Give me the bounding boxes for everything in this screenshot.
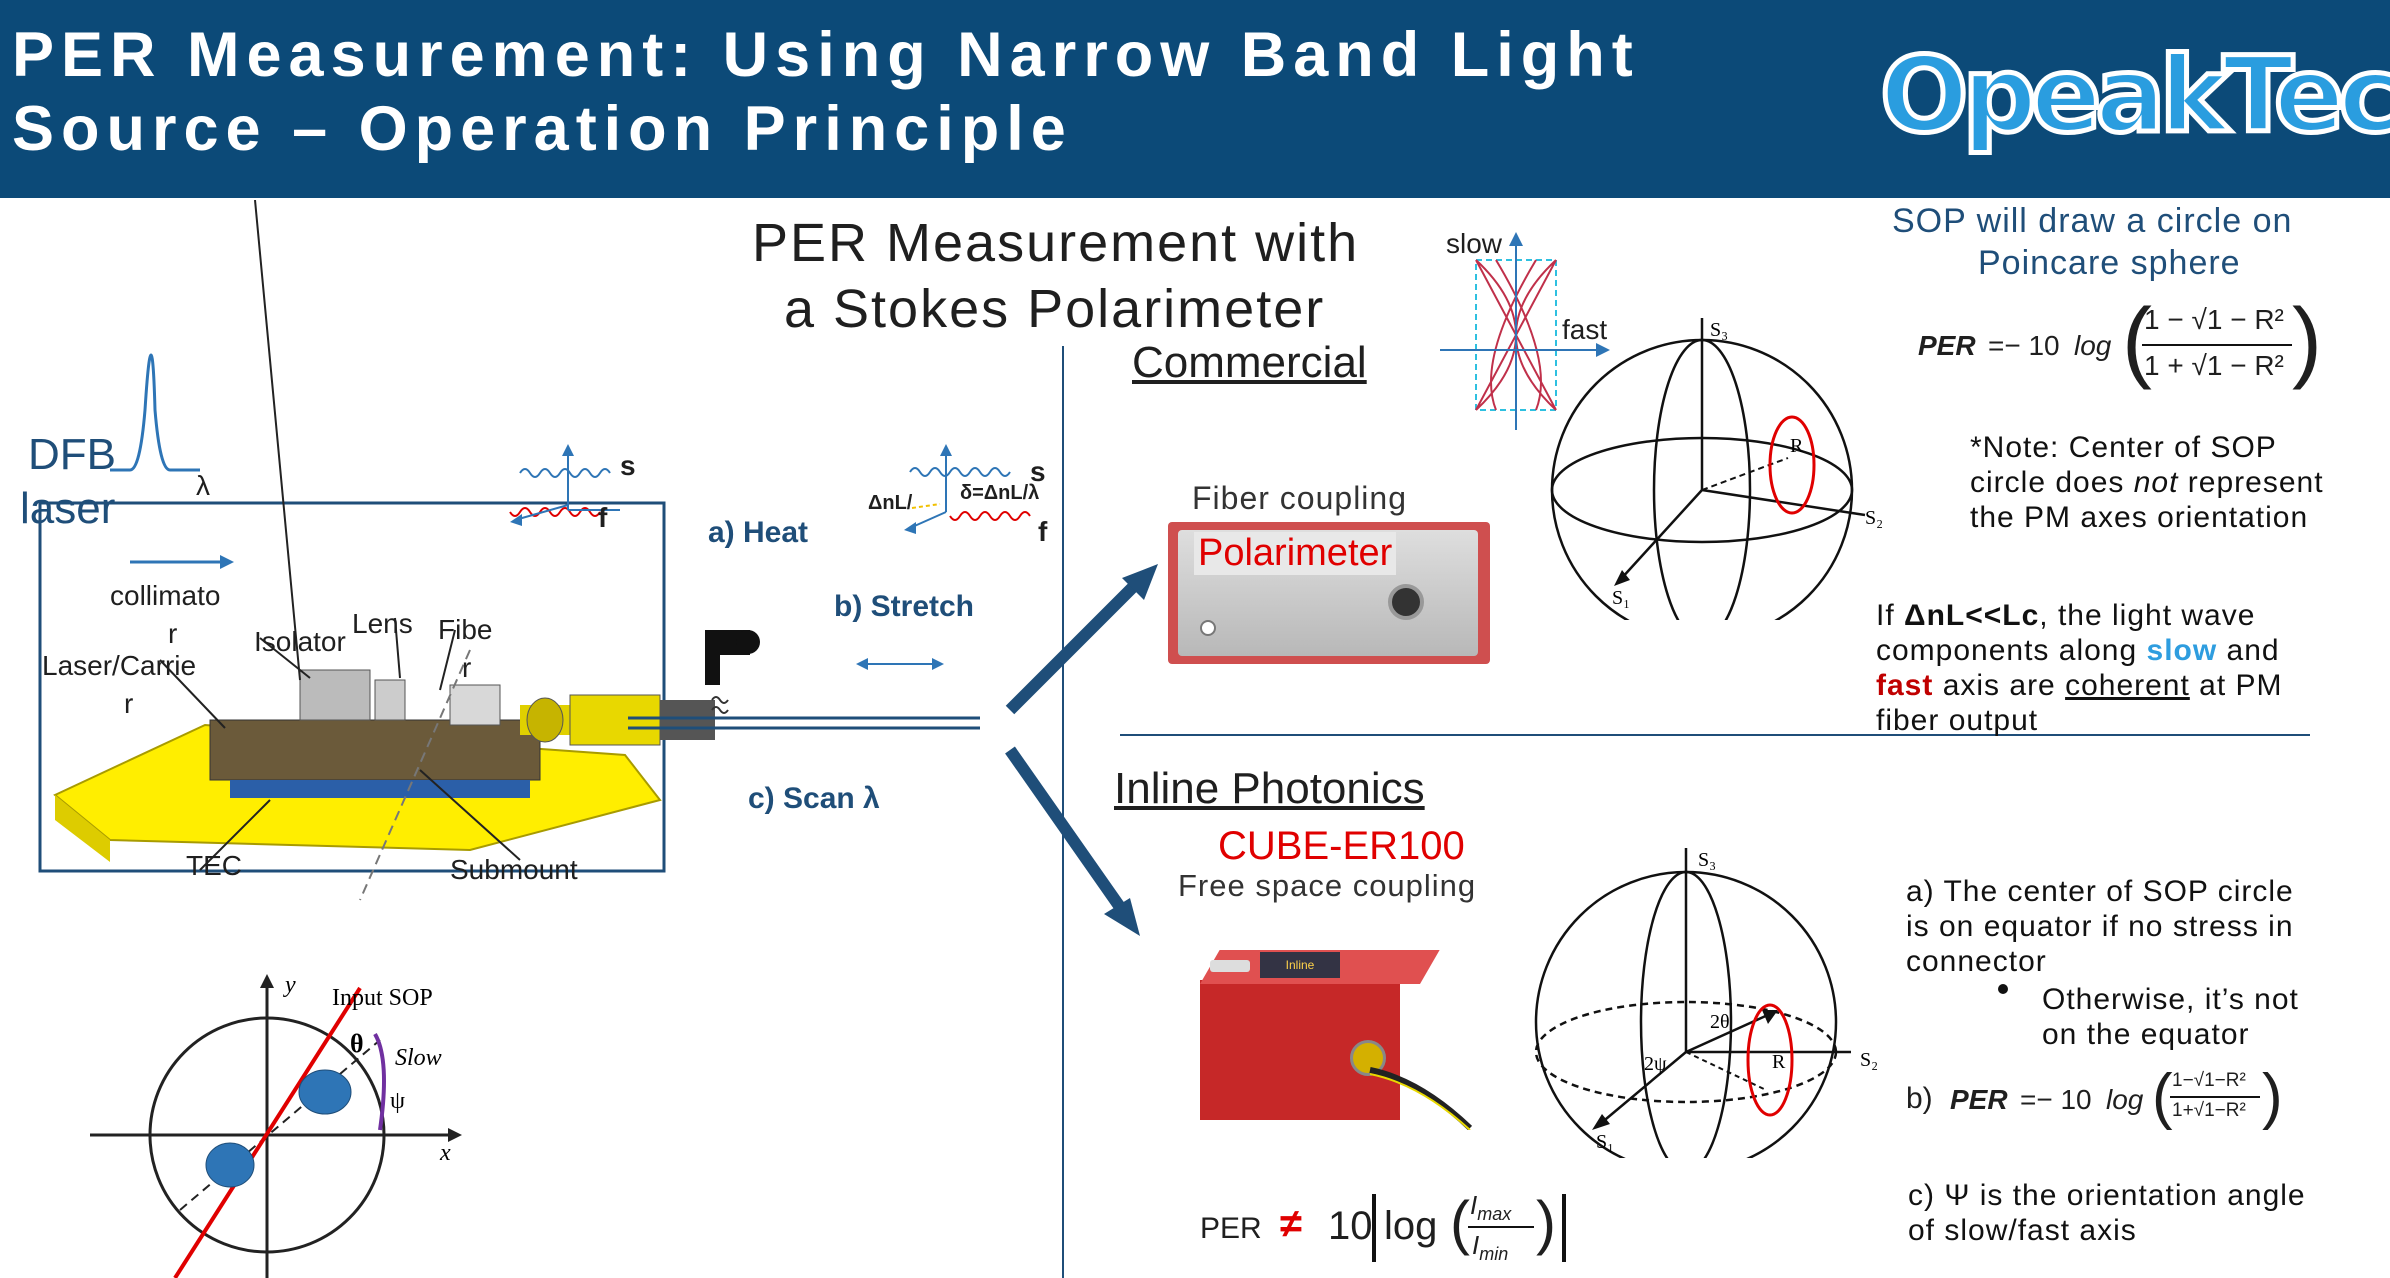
polarimeter-device: Polarimeter: [1168, 522, 1490, 664]
formula-lhs: PER: [1918, 330, 1976, 361]
s-label-left: s: [620, 450, 636, 481]
inline-formula-num: 1−√1−R²: [2172, 1070, 2246, 1091]
f-label-left: f: [598, 502, 608, 533]
fiber-label-2: r: [462, 652, 472, 683]
input-sop-label: Input SOP: [332, 985, 433, 1011]
tec-label: TEC: [186, 850, 242, 881]
split-arrows: [1005, 564, 1158, 936]
laser-package-diagram: [38, 200, 980, 901]
device-display: Inline Photonics: [1260, 952, 1340, 978]
per-ineq-prefix: PER: [1200, 1212, 1262, 1245]
sop-axis-diagram: y x Input SOP θ Slow ψ: [90, 972, 462, 1278]
laser-carrier-label: Laser/Carrie: [42, 650, 197, 681]
heat-label: a) Heat: [708, 516, 809, 549]
theta-label: θ: [350, 1029, 364, 1058]
center-title-line1: PER Measurement with: [752, 213, 1360, 273]
point-a-bullet: Otherwise, it’s not on the equator: [2042, 983, 2299, 1051]
logo-text: OpeakTech: [1878, 32, 2390, 159]
sop-center-note: *Note: Center of SOP circle does not rep…: [1970, 431, 2324, 534]
opeaktech-logo: OpeakTech: [1878, 30, 2390, 160]
inline-formula-den: 1+√1−R²: [2172, 1100, 2246, 1121]
inline-formula-lhs: PER: [1950, 1084, 2008, 1115]
s2-label: S₂: [1865, 507, 1883, 529]
commercial-heading: Commercial: [1132, 338, 1367, 387]
submount-label: Submount: [450, 854, 578, 885]
inline-s2-label: S₂: [1860, 1049, 1878, 1071]
two-theta-label: 2θ: [1710, 1011, 1730, 1033]
poincare-sphere-commercial: S₃ S₂ S₁ R: [1550, 318, 1883, 620]
r-label: R: [1790, 435, 1804, 457]
formula-log: log: [2074, 330, 2112, 361]
f-label-center: f: [1038, 516, 1048, 547]
s-label-center: s: [1030, 456, 1046, 487]
per-ineq-ten: 10: [1328, 1204, 1373, 1248]
s1-label: S₁: [1612, 587, 1630, 609]
inline-r-label: R: [1772, 1051, 1786, 1073]
point-b-prefix: b): [1906, 1082, 1933, 1115]
sop-title-line2: Poincare sphere: [1978, 244, 2241, 282]
coherent-statement: If ΔnL<<Lc, the light wave components al…: [1876, 599, 2283, 737]
slow-fast-pattern: [1440, 232, 1610, 430]
slow-axis-label: Slow: [395, 1045, 442, 1071]
inline-s3-label: S₃: [1698, 849, 1716, 871]
collimator-label-2: r: [168, 618, 178, 649]
imin-label: Imin: [1472, 1230, 1509, 1265]
fiber-cable: [1369, 1067, 1473, 1130]
s3-label: S₃: [1710, 319, 1728, 341]
point-c-text: c) Ψ is the orientation angle of slow/fa…: [1908, 1179, 2306, 1247]
per-ineq-log: log: [1384, 1204, 1438, 1248]
imax-label: Imax: [1470, 1190, 1512, 1225]
stretch-label: b) Stretch: [834, 590, 975, 623]
horizontal-divider: [1120, 734, 2310, 736]
dfb-label: DFB: [28, 430, 116, 479]
lambda-label: λ: [196, 470, 210, 501]
free-space-label: Free space coupling: [1178, 868, 1477, 903]
laser-label: laser: [20, 484, 116, 533]
inline-formula-log: log: [2106, 1084, 2144, 1115]
fiber-coupling-label: Fiber coupling: [1192, 480, 1407, 516]
lens-label: Lens: [352, 608, 413, 639]
fiber-label: Fibe: [438, 614, 493, 645]
two-psi-label: 2ψ: [1644, 1053, 1667, 1075]
vertical-divider: [1062, 346, 1064, 1278]
header-bar: PER Measurement: Using Narrow Band Light…: [0, 0, 2390, 198]
inline-s1-label: S₁: [1596, 1131, 1614, 1153]
formula-eq: =− 10: [1988, 330, 2060, 361]
cube-product-label: CUBE-ER100: [1218, 824, 1465, 868]
inline-heading: Inline Photonics: [1114, 764, 1425, 813]
y-axis-label: y: [283, 972, 296, 998]
delta-nl-label: ΔnL/: [868, 492, 913, 514]
per-formula-commercial: PER =− 10 log ( 1 − √1 − R² 1 + √1 − R² …: [1918, 291, 2322, 391]
formula-den: 1 + √1 − R²: [2144, 350, 2284, 381]
center-arrows: [705, 444, 1031, 714]
point-a-text: a) The center of SOP circle is on equato…: [1906, 875, 2294, 978]
center-title-box: PER Measurement with a Stokes Polarimete…: [710, 200, 1410, 340]
not-equal-sign: ≠: [1280, 1202, 1302, 1246]
formula-num: 1 − √1 − R²: [2144, 304, 2284, 335]
x-axis-label: x: [439, 1140, 451, 1166]
isolator-label: Isolator: [254, 626, 346, 657]
polarimeter-label: Polarimeter: [1194, 532, 1397, 575]
scan-label: c) Scan λ: [748, 782, 880, 815]
delta-eq-label: δ=ΔnL/λ: [960, 482, 1040, 504]
fast-label: fast: [1562, 314, 1608, 345]
bullet-dot: [1998, 984, 2008, 994]
page-title: PER Measurement: Using Narrow Band Light…: [12, 20, 1640, 164]
laser-carrier-label-2: r: [124, 688, 134, 719]
slow-label: slow: [1446, 228, 1503, 259]
center-title-line2: a Stokes Polarimeter: [784, 279, 1326, 339]
sop-title-line1: SOP will draw a circle on: [1892, 202, 2293, 240]
poincare-sphere-inline: S₃ S₂ S₁ R 2θ 2ψ: [1534, 848, 1878, 1158]
psi-label: ψ: [390, 1088, 405, 1114]
inline-formula-eq: =− 10: [2020, 1084, 2092, 1115]
collimator-label: collimato: [110, 580, 221, 611]
per-formula-inline: b) PER =− 10 log ( 1−√1−R² 1+√1−R² ): [1906, 1062, 2283, 1131]
